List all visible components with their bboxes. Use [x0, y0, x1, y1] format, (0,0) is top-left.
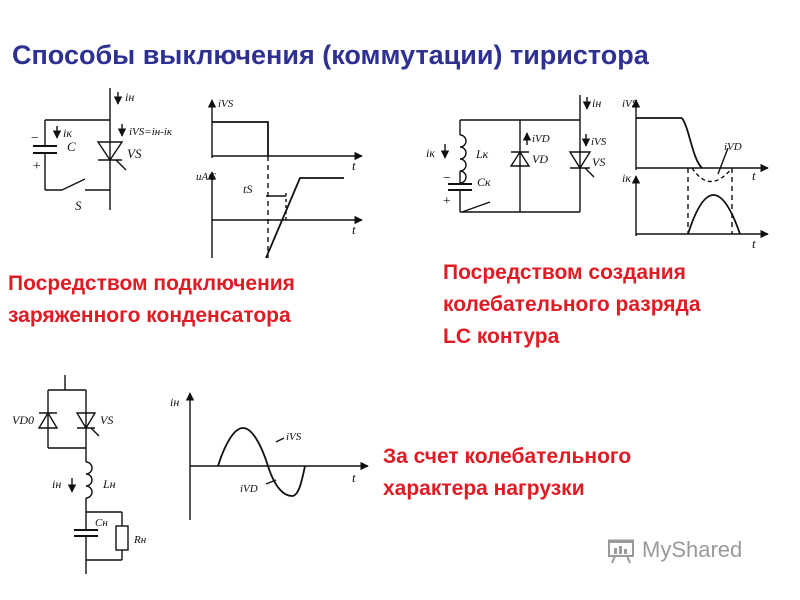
c1-plus-sign: + [32, 159, 41, 174]
graph-lc-commutation [631, 99, 769, 239]
caption-line: колебательного разряда [443, 293, 701, 316]
c1-i-vs-label: iVS=iн-iк [129, 126, 173, 138]
g3-i-vs-label: iVS [286, 431, 302, 443]
c1-minus-sign: − [30, 131, 39, 146]
c3-diode-label: VD0 [12, 413, 34, 427]
c1-cap-label: C [67, 139, 76, 154]
g3-t-label: t [352, 470, 356, 485]
watermark-text: MyShared [642, 537, 743, 562]
c3-inductor-label: Lн [102, 477, 116, 491]
c2-thyristor-label: VS [592, 155, 605, 169]
g3-i-vd-label: iVD [240, 483, 258, 495]
c2-i-load-label: iн [592, 96, 601, 110]
g1-y-bottom-label: uAC [196, 171, 216, 183]
caption-line: LC контура [443, 325, 560, 348]
g2-t-bottom-label: t [752, 236, 756, 251]
c3-cap-label: Cн [95, 517, 108, 529]
thyristor-vs2-symbol [568, 151, 592, 170]
diode-vd0-symbol [37, 411, 59, 429]
caption-load-commutation: За счет колебательного характера нагрузк… [383, 441, 631, 505]
c3-thyristor-label: VS [100, 413, 113, 427]
g1-t-bottom-label: t [352, 222, 356, 237]
caption-line: характера нагрузки [383, 477, 585, 500]
caption-lc-commutation: Посредством создания колебательного разр… [443, 257, 701, 353]
caption-line: Посредством создания [443, 261, 686, 284]
diode-vd-symbol [509, 150, 531, 167]
c1-i-load-label: iн [125, 90, 134, 104]
watermark: MyShared [606, 536, 742, 564]
graph-capacitor-commutation [207, 99, 363, 259]
circuit-capacitor-commutation [33, 88, 127, 210]
thyristor-vs3-symbol [75, 412, 97, 430]
caption-line: Посредством подключения [8, 272, 295, 295]
caption-line: За счет колебательного [383, 445, 632, 468]
thyristor-vs-symbol [96, 141, 124, 162]
g2-i-vd-label: iVD [724, 141, 742, 153]
g2-y-bottom-label: iк [622, 171, 631, 185]
c3-i-load-label: iн [52, 477, 61, 491]
c1-i-cap-label: iк [63, 126, 72, 140]
c2-plus-sign: + [442, 194, 451, 209]
page-title: Способы выключения (коммутации) тиристор… [12, 40, 649, 70]
c1-switch-label: S [75, 198, 82, 213]
c2-i-cap-label: iк [426, 146, 435, 160]
c2-i-vd-label: iVD [532, 133, 550, 145]
c2-cap-label: Cк [477, 175, 491, 189]
c2-diode-label: VD [532, 152, 548, 166]
circuit-load-commutation [37, 375, 129, 574]
circuit-lc-commutation [440, 95, 595, 213]
caption-capacitor-commutation: Посредством подключения заряженного конд… [8, 268, 295, 332]
caption-line: заряженного конденсатора [8, 304, 291, 327]
c2-minus-sign: − [442, 171, 451, 186]
c3-resistor-label: Rн [133, 534, 147, 546]
presentation-board-icon [608, 539, 634, 564]
c2-i-vs-label: iVS [591, 136, 607, 148]
g3-y-label: iн [170, 395, 179, 409]
g2-y-top-label: iVS [622, 98, 638, 110]
g1-t-top-label: t [352, 158, 356, 173]
c1-thyristor-label: VS [127, 146, 142, 161]
c2-inductor-label: Lк [475, 147, 489, 161]
g1-ts-label: tS [243, 182, 252, 196]
g1-y-top-label: iVS [218, 98, 234, 110]
graph-load-commutation [185, 392, 369, 520]
g2-t-top-label: t [752, 168, 756, 183]
